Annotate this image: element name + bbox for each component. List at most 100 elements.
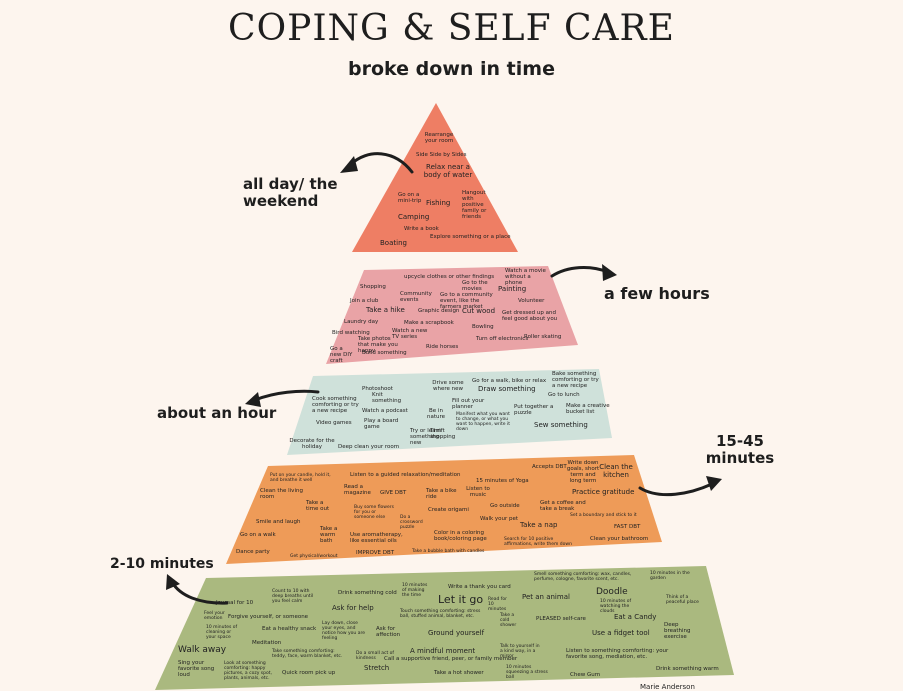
tier5-item: Read for 10 minutes bbox=[488, 597, 507, 612]
tier5-item: Do a small act of kindness bbox=[356, 651, 395, 661]
tier5-item: 10 minutes in the garden bbox=[650, 571, 690, 581]
tier2-item: Volunteer bbox=[518, 298, 545, 304]
tier5-item: Take something comforting: teddy, face, … bbox=[272, 649, 343, 659]
tier2-item: Ride horses bbox=[426, 344, 459, 350]
tier1-triangle bbox=[352, 103, 518, 252]
tier5-item: PLEASED self-care bbox=[536, 616, 586, 622]
tier5-item: Ground yourself bbox=[428, 629, 485, 637]
tier3-item: Knit something bbox=[372, 392, 402, 405]
tier5-item: Eat a Candy bbox=[614, 613, 657, 621]
tier5-item: Use a fidget tool bbox=[592, 629, 650, 637]
tier5-item: Ask for help bbox=[332, 604, 374, 612]
tier4-item: GIVE DBT bbox=[380, 490, 407, 496]
tier2-item: Join a club bbox=[350, 298, 379, 304]
author-signature: Marie Anderson bbox=[640, 683, 695, 691]
tier3-item: Put together a puzzle bbox=[514, 404, 554, 417]
tier4-item: Practice gratitude bbox=[572, 488, 635, 496]
arrowhead-about-hour bbox=[245, 392, 261, 407]
tier5-item: 10 minutes squeezing a stress ball bbox=[506, 665, 548, 680]
tier5-item: 10 minutes of making the time bbox=[402, 583, 428, 598]
tier3-item: Bake something comforting or try a new r… bbox=[552, 371, 599, 390]
tier3-item: Go for a walk, bike or relax bbox=[472, 378, 547, 384]
tier5-item: 10 minutes of cleaning or your space bbox=[206, 625, 238, 640]
tier5-item: Journal for 10 bbox=[216, 600, 254, 606]
tier2-item: Make a scrapbook bbox=[404, 320, 454, 326]
tier5-item: Sing your favorite song loud bbox=[178, 660, 215, 679]
tier3-item: Video games bbox=[316, 420, 352, 426]
tier4-item: Listen to a guided relaxation/meditation bbox=[350, 472, 461, 478]
tier5-item: Ask for affection bbox=[376, 626, 401, 639]
tier3-item: Watch a podcast bbox=[362, 408, 408, 414]
label-15-45: 15-45 minutes bbox=[705, 432, 775, 468]
tier4-item: Go outside bbox=[490, 503, 520, 509]
tier4-item: Take a bubble bath with candles bbox=[412, 549, 485, 554]
tier4-item: Color in a coloring book/coloring page bbox=[434, 530, 487, 543]
tier2-item: Bird watching bbox=[332, 330, 370, 336]
tier4-item: Set a boundary and stick to it bbox=[570, 513, 637, 518]
tier5-item: Eat a healthy snack bbox=[262, 626, 317, 632]
tier3-item: Deep clean your room bbox=[338, 444, 400, 450]
tier4-item: Take a nap bbox=[520, 521, 558, 529]
tier2-item: Take a hike bbox=[366, 306, 405, 314]
tier2-item: Go to a community event, like the farmer… bbox=[440, 292, 493, 311]
tier3-item: Make a creative bucket list bbox=[566, 403, 610, 416]
tier4-item: Use aromatherapy, like essential oils bbox=[350, 532, 403, 545]
arrow-few-hours bbox=[550, 266, 610, 278]
tier2-item: upcycle clothes or other findings bbox=[404, 274, 495, 280]
tier5-item: Pet an animal bbox=[522, 593, 570, 601]
tier5-item: Walk away bbox=[178, 645, 227, 655]
tier3-item: Draw something bbox=[478, 385, 536, 393]
tier3-item: Fill out your planner bbox=[452, 398, 485, 411]
tier4-item: 15 minutes of Yoga bbox=[476, 478, 529, 484]
tier4-item: Take a bike ride bbox=[426, 488, 457, 501]
arrowhead-few-hours bbox=[602, 264, 617, 281]
tier5-item: Smell something comforting: wax, candles… bbox=[534, 572, 632, 582]
tier4-item: Get physical/workout bbox=[290, 554, 338, 559]
tier5-item: Think of a peaceful place bbox=[666, 595, 699, 605]
tier3-item: Cook something comforting or try a new r… bbox=[312, 396, 359, 415]
tier5-item: A mindful moment bbox=[410, 647, 476, 655]
tier5-item: Listen to something comforting: your fav… bbox=[566, 648, 669, 661]
tier4-item: IMPROVE DBT bbox=[356, 550, 395, 556]
arrowhead-all-day bbox=[340, 156, 358, 173]
tier5-item: Write a thank you card bbox=[448, 584, 511, 590]
tier2-item: Build something bbox=[362, 350, 407, 356]
arrow-15-45 bbox=[638, 482, 714, 497]
tier1-item: Boating bbox=[380, 239, 407, 247]
tier1-item: Side Side by Sides bbox=[416, 152, 467, 158]
tier2-item: Painting bbox=[498, 285, 527, 293]
tier1-item: Write a book bbox=[404, 226, 439, 232]
tier4-item: Listen to music bbox=[466, 486, 490, 499]
tier5-item: Look at something comforting: happy pict… bbox=[224, 661, 272, 681]
tier4-item: Buy some flowers for you or someone else bbox=[354, 505, 394, 520]
arrowhead-2-10 bbox=[166, 574, 180, 590]
label-about-hour: about an hour bbox=[157, 404, 277, 422]
tier5-band bbox=[155, 566, 734, 690]
tier4-item: Accepts DBT bbox=[532, 464, 567, 470]
label-2-10: 2-10 minutes bbox=[110, 556, 214, 572]
tier4-item: Put on your candle, hold it, and breathe… bbox=[270, 473, 331, 483]
tier1-item: Camping bbox=[398, 213, 430, 221]
tier2-item: Turn off electronics bbox=[476, 336, 529, 342]
tier4-band bbox=[226, 455, 662, 564]
tier2-item: Bowling bbox=[472, 324, 494, 330]
tier4-item: Search for 10 positive affirmations, wri… bbox=[504, 537, 572, 547]
tier4-item: Dance party bbox=[236, 549, 270, 555]
tier5-item: Talk to yourself in a kind way, in a mir… bbox=[500, 644, 540, 659]
tier4-item: Create origami bbox=[428, 507, 469, 513]
tier1-item: Go on a mini-trip bbox=[398, 192, 422, 205]
tier4-item: Clean the living room bbox=[260, 488, 303, 501]
tier4-item: Do a crossword puzzle bbox=[400, 515, 423, 530]
tier2-item: Community events bbox=[400, 291, 432, 304]
tier4-item: Walk your pet bbox=[480, 516, 519, 522]
tier1-item: Explore something or a place bbox=[430, 234, 511, 240]
tier5-item: Call a supportive friend, peer, or famil… bbox=[384, 656, 518, 662]
tier2-item: Shopping bbox=[360, 284, 386, 290]
tier3-item: Photoshoot bbox=[362, 386, 393, 392]
tier5-item: Touch something comforting: stress ball,… bbox=[400, 609, 481, 619]
tier2-item: Watch a new TV series bbox=[392, 328, 428, 341]
arrowhead-15-45 bbox=[706, 476, 722, 491]
tier3-item: Drive some where new bbox=[432, 380, 464, 393]
tier5-item: Quick room pick up bbox=[282, 670, 336, 676]
tier5-item: Forgive yourself, or someone bbox=[228, 614, 309, 620]
